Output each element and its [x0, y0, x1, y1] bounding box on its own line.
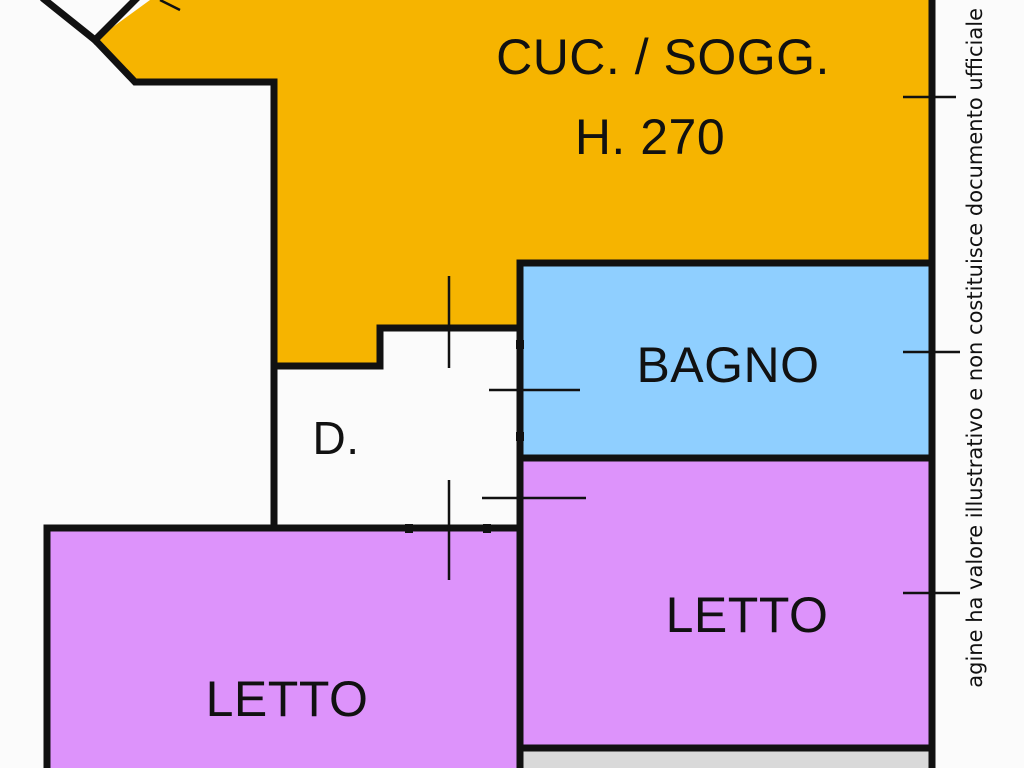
adjacent-room-area [520, 748, 932, 768]
top-left-angled-wall [40, 0, 278, 532]
door-jamb-markers [405, 340, 524, 533]
bedroom-left-label: LETTO [206, 671, 369, 727]
disclaimer-text: agine ha valore illustrativo e non costi… [963, 8, 987, 688]
kitchen-room-area [95, 0, 932, 366]
kitchen-label: CUC. / SOGG. [496, 29, 830, 85]
bedroom-left-wall [43, 524, 524, 768]
door-marker [159, 0, 181, 12]
door-jamb [405, 524, 413, 533]
top-left-inner-wall [90, 0, 140, 45]
door-jamb [516, 340, 524, 349]
bedroom-right-area [520, 458, 932, 748]
door-markers [159, 0, 960, 595]
bedroom-left-area [47, 528, 520, 768]
corridor-area [274, 328, 520, 528]
bedroom-right-label: LETTO [666, 587, 829, 643]
door-jamb [483, 524, 491, 533]
corridor-label: D. [313, 412, 360, 464]
door-jamb [516, 432, 524, 441]
bathroom-label: BAGNO [636, 337, 819, 393]
bathroom-area [520, 263, 932, 458]
kitchen-height-label: H. 270 [575, 109, 725, 165]
